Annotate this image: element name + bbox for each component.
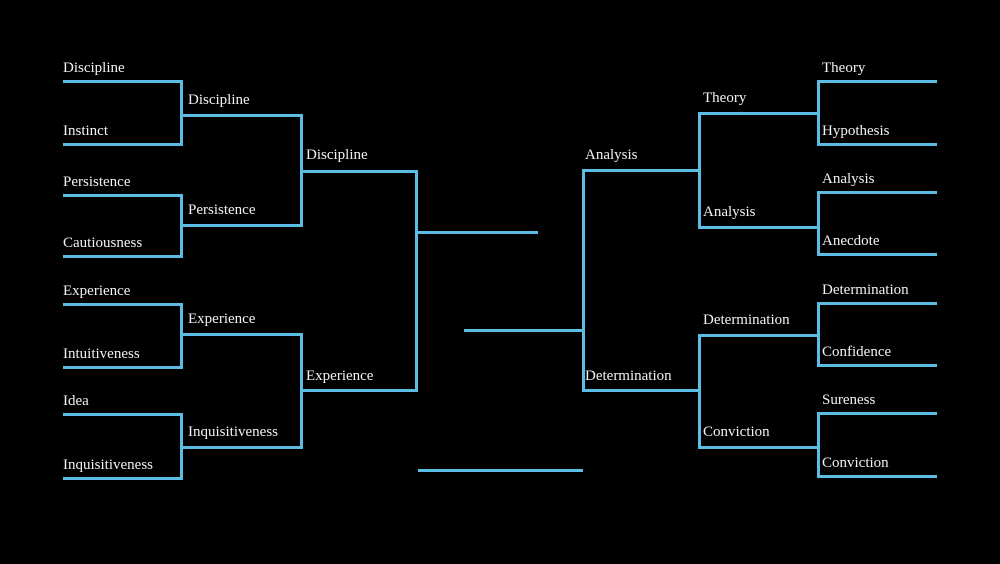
- left-r1-m4-bottom-line: [63, 477, 183, 480]
- right-r1-m2-bottom-line: [817, 253, 937, 256]
- right-r1-m2-top-label: Analysis: [822, 171, 875, 187]
- left-r1-m3-connector: [180, 303, 183, 369]
- left-r2-m1-top-line: [183, 114, 303, 117]
- right-r1-m3-bottom-label: Confidence: [822, 344, 892, 360]
- left-r1-m1-bottom-label: Instinct: [63, 123, 108, 139]
- right-r2-m1-top-label: Theory: [703, 90, 747, 106]
- right-r2-m2-bottom-label: Conviction: [703, 424, 770, 440]
- right-r1-m2-bottom-label: Anecdote: [822, 233, 880, 249]
- right-r1-m3-top-line: [817, 302, 937, 305]
- right-r2-m1-bottom-line: [698, 226, 820, 229]
- left-r2-m2-bottom-line: [183, 446, 303, 449]
- left-r1-m2-top-label: Persistence: [63, 174, 131, 190]
- right-r1-m2-top-line: [817, 191, 937, 194]
- left-r2-m1-bottom-line: [183, 224, 303, 227]
- right-r2-m2-top-label: Determination: [703, 312, 790, 328]
- left-r1-m3-top-label: Experience: [63, 283, 131, 299]
- left-r1-m4-bottom-label: Inquisitiveness: [63, 457, 153, 473]
- left-r2-m2-top-label: Experience: [188, 311, 256, 327]
- right-r1-m4-top-line: [817, 412, 937, 415]
- left-r1-m2-bottom-label: Cautiousness: [63, 235, 143, 251]
- left-r1-m1-top-line: [63, 80, 183, 83]
- right-r1-m3-bottom-line: [817, 364, 937, 367]
- right-final-output-line: [464, 329, 585, 332]
- left-r3-m1-top-line: [303, 170, 418, 173]
- left-r2-m2-top-line: [183, 333, 303, 336]
- right-r1-m1-top-line: [817, 80, 937, 83]
- right-r1-m1-top-label: Theory: [822, 60, 866, 76]
- left-r1-m2-bottom-line: [63, 255, 183, 258]
- left-r3-m1-top-label: Discipline: [306, 147, 368, 163]
- right-r2-m1-top-line: [698, 112, 820, 115]
- left-r3-m1-bottom-line: [303, 389, 418, 392]
- right-r1-m1-bottom-line: [817, 143, 937, 146]
- right-r3-m1-top-line: [582, 169, 700, 172]
- right-r2-m1-bottom-label: Analysis: [703, 204, 756, 220]
- left-r1-m4-connector: [180, 413, 183, 480]
- right-r3-m1-bottom-line: [582, 389, 700, 392]
- right-r1-m4-connector: [817, 412, 820, 478]
- left-r1-m1-connector: [180, 80, 183, 146]
- champion-slot-line: [418, 469, 583, 472]
- left-r1-m3-top-line: [63, 303, 183, 306]
- right-r1-m4-top-label: Sureness: [822, 392, 876, 408]
- right-r3-m1-connector: [582, 169, 585, 392]
- left-final-output-line: [418, 231, 538, 234]
- left-r2-m1-connector: [300, 114, 303, 227]
- left-r1-m4-top-line: [63, 413, 183, 416]
- left-r1-m2-top-line: [63, 194, 183, 197]
- left-r3-m1-bottom-label: Experience: [306, 368, 374, 384]
- right-r1-m2-connector: [817, 191, 820, 256]
- left-r1-m4-top-label: Idea: [63, 393, 89, 409]
- left-r1-m3-bottom-label: Intuitiveness: [63, 346, 140, 362]
- left-r2-m2-connector: [300, 333, 303, 449]
- left-r2-m2-bottom-label: Inquisitiveness: [188, 424, 278, 440]
- right-r3-m1-top-label: Analysis: [585, 147, 638, 163]
- right-r3-m1-bottom-label: Determination: [585, 368, 672, 384]
- left-r1-m1-bottom-line: [63, 143, 183, 146]
- right-r1-m1-bottom-label: Hypothesis: [822, 123, 890, 139]
- right-r1-m3-top-label: Determination: [822, 282, 909, 298]
- left-r2-m1-bottom-label: Persistence: [188, 202, 256, 218]
- left-r1-m2-connector: [180, 194, 183, 258]
- right-r1-m4-bottom-label: Conviction: [822, 455, 889, 471]
- right-r2-m2-top-line: [698, 334, 820, 337]
- right-r1-m4-bottom-line: [817, 475, 937, 478]
- left-r2-m1-top-label: Discipline: [188, 92, 250, 108]
- right-r2-m2-bottom-line: [698, 446, 820, 449]
- left-r3-m1-connector: [415, 170, 418, 392]
- left-r1-m1-top-label: Discipline: [63, 60, 125, 76]
- left-r1-m3-bottom-line: [63, 366, 183, 369]
